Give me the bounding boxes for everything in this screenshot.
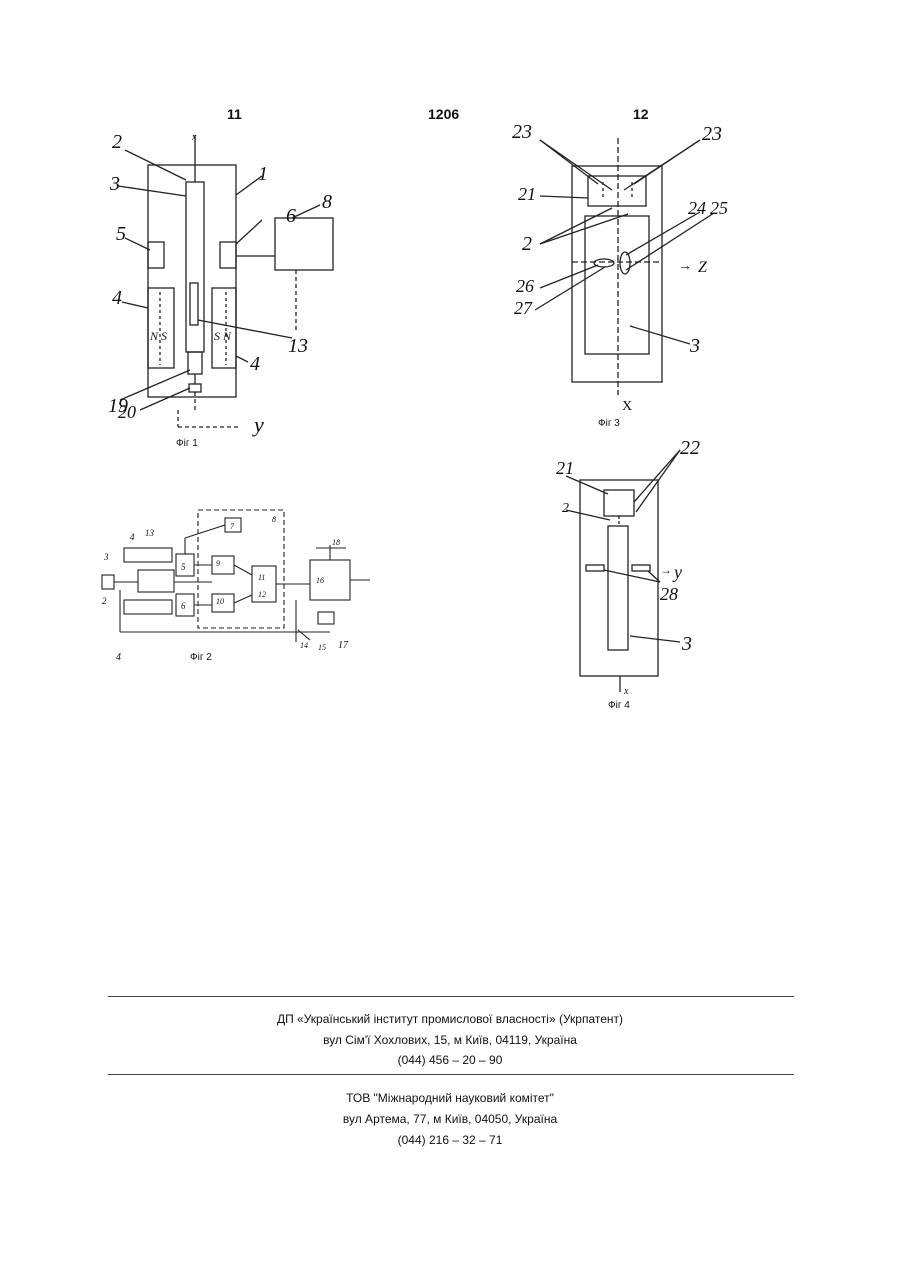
footer-rule-middle (108, 1074, 794, 1075)
fig4-axis-y-arrow: → (660, 563, 672, 577)
fig4-ref-2: 2 (562, 501, 569, 516)
footer-rule-top (108, 996, 794, 997)
org2-address: вул Артема, 77, м Київ, 04050, Україна (0, 1112, 900, 1126)
fig4-ref-21: 21 (556, 458, 574, 478)
fig4-axis-y: y (672, 562, 682, 582)
org1-name: ДП «Український інститут промислової вла… (0, 1012, 900, 1026)
org2-name: ТОВ "Міжнародний науковий комітет" (0, 1091, 900, 1105)
org2-phone: (044) 216 – 32 – 71 (0, 1133, 900, 1147)
org1-phone: (044) 456 – 20 – 90 (0, 1053, 900, 1067)
fig4-caption: Фіг 4 (608, 700, 630, 711)
fig4-ref-3: 3 (681, 633, 692, 655)
fig4-axis-x: x (623, 686, 629, 697)
fig4-ref-22: 22 (680, 437, 700, 459)
org1-address: вул Сім'ї Хохлових, 15, м Київ, 04119, У… (0, 1033, 900, 1047)
fig4-ref-28: 28 (660, 584, 678, 604)
